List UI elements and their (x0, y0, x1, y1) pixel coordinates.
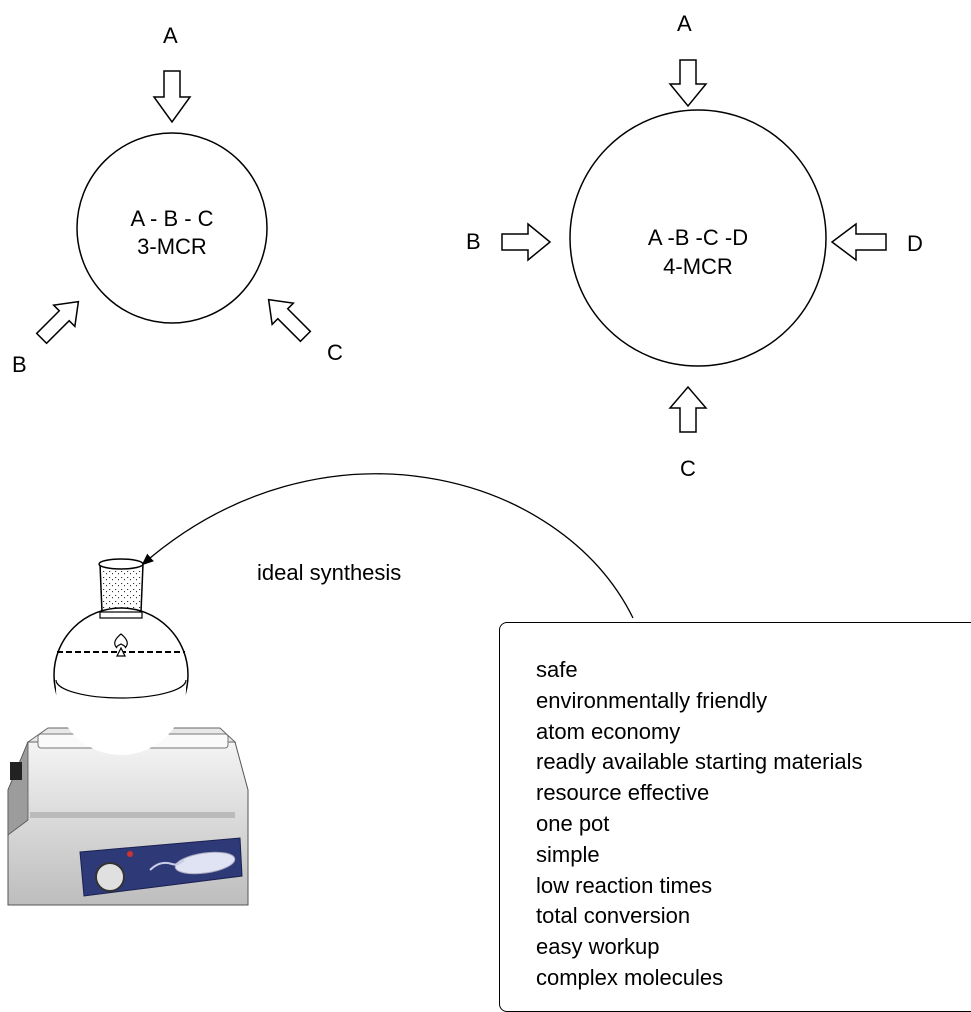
mcr4-label-b: B (466, 229, 481, 254)
ideal-synthesis-arrow (141, 473, 634, 619)
mcr3-label-c: C (327, 340, 343, 365)
list-item: environmentally friendly (536, 687, 768, 713)
list-item: simple (536, 841, 600, 867)
list-item: low reaction times (536, 872, 713, 898)
list-item: one pot (536, 810, 610, 836)
mcr3-arrow-c-icon (267, 298, 312, 343)
mcr4-reaction-circle (569, 109, 827, 367)
mcr4-arrow-c-icon (668, 385, 708, 433)
mcr4-arrow-a-icon (668, 59, 708, 108)
mcr4-label-c: C (680, 456, 696, 481)
round-bottom-flask-icon (53, 558, 189, 755)
mcr3-label-a: A (163, 23, 178, 48)
list-item: total conversion (536, 903, 691, 929)
ideal-criteria-box: safe environmentally friendly atom econo… (499, 622, 971, 1012)
ideal-criteria-list: safe environmentally friendly atom econo… (536, 655, 863, 994)
mcr4-arrow-d-icon (830, 222, 887, 262)
mcr4-group (501, 59, 887, 433)
mcr3-name: 3-MCR (137, 234, 207, 259)
list-item: atom economy (536, 718, 681, 744)
mcr3-reaction-circle (76, 132, 268, 324)
hotplate-stirrer-icon (7, 727, 249, 906)
list-item: safe (536, 657, 578, 682)
mcr3-arrow-b-icon (35, 300, 80, 345)
list-item: readly available starting materials (536, 749, 863, 775)
list-item: complex molecules (536, 964, 724, 990)
mcr3-arrow-a-icon (152, 70, 192, 124)
ideal-synthesis-label: ideal synthesis (257, 560, 402, 585)
stir-knob-icon (95, 862, 125, 892)
mcr4-label-a: A (677, 11, 692, 36)
mcr4-label-d: D (907, 231, 923, 256)
power-indicator-icon (127, 851, 133, 857)
mcr3-group (35, 70, 312, 345)
mcr4-arrow-b-icon (501, 222, 552, 262)
mcr4-name: 4-MCR (663, 254, 733, 279)
list-item: easy workup (536, 934, 660, 960)
mcr3-product: A - B - C (130, 206, 214, 231)
mcr3-label-b: B (12, 352, 27, 377)
mcr4-product: A -B -C -D (647, 225, 749, 250)
list-item: resource effective (536, 780, 710, 806)
